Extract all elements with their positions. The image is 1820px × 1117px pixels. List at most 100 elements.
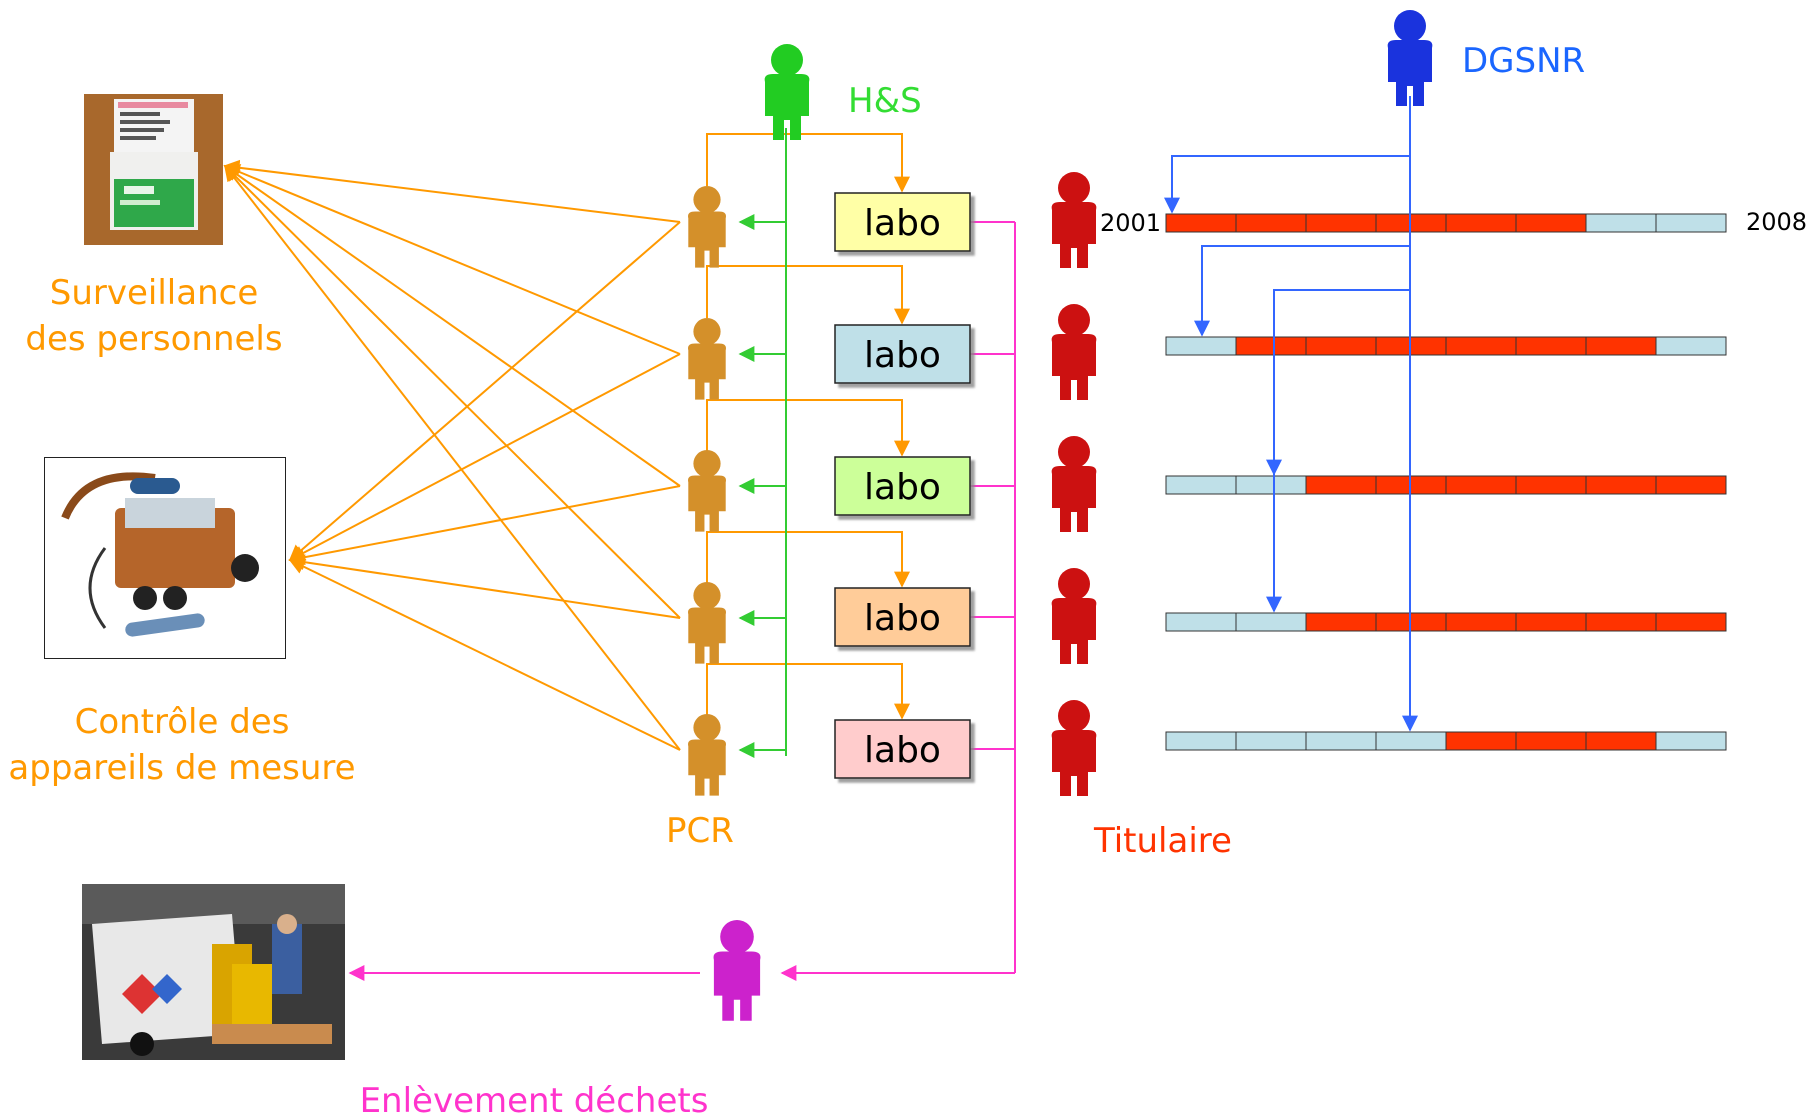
fan-line-badge-1 xyxy=(223,159,681,223)
radiation-meter-photo xyxy=(44,457,286,659)
hs-bracket-3 xyxy=(706,399,910,457)
labo-box-4: labo xyxy=(834,587,971,647)
hs-bracket-4 xyxy=(706,531,910,588)
titulaire-label: Titulaire xyxy=(1093,821,1232,861)
labo-box-1: labo xyxy=(834,192,971,252)
timeline-segment xyxy=(1445,336,1517,356)
timeline-segment xyxy=(1165,612,1237,632)
timeline-segment xyxy=(1515,336,1587,356)
titulaire-person-icon xyxy=(1051,568,1097,664)
timeline-row-4 xyxy=(1165,612,1727,632)
timeline-segment xyxy=(1305,731,1377,751)
fan-line-badge-3 xyxy=(223,165,681,487)
timeline-segment xyxy=(1165,475,1237,495)
timeline-segment xyxy=(1655,731,1727,751)
fan-line-meter-1 xyxy=(288,221,681,562)
timeline-segment xyxy=(1305,475,1377,495)
titulaire-person-icon xyxy=(1051,172,1097,268)
labo-box-bg xyxy=(834,192,971,252)
timeline-segment xyxy=(1655,475,1727,495)
hs-bracket-2 xyxy=(706,265,910,325)
timeline-segment xyxy=(1515,213,1587,233)
labo-box-bg xyxy=(834,719,971,779)
fan-line-meter-5 xyxy=(288,559,681,751)
timeline-row-3 xyxy=(1165,475,1727,495)
timeline-segment xyxy=(1305,612,1377,632)
fan-line-meter-3 xyxy=(288,485,681,566)
timeline-segment xyxy=(1585,612,1657,632)
timeline-segment xyxy=(1655,336,1727,356)
pcr-person-icon xyxy=(688,318,726,400)
timeline-segment xyxy=(1445,731,1517,751)
pcr-label: PCR xyxy=(666,811,734,851)
dgsnr-person-icon xyxy=(1387,10,1433,106)
year-start-label: 2001 xyxy=(1100,209,1161,237)
labo-boxes: labo labo labo labo labo xyxy=(834,192,971,779)
hs-label: H&S xyxy=(848,81,922,121)
timeline-segment xyxy=(1585,213,1657,233)
timeline-segment xyxy=(1585,475,1657,495)
labo-box-bg xyxy=(834,324,971,384)
dgsnr-to-row1 xyxy=(1164,155,1410,214)
pcr-person-icon xyxy=(688,714,726,796)
labo-box-5: labo xyxy=(834,719,971,779)
labo-box-2: labo xyxy=(834,324,971,384)
timeline-segment xyxy=(1235,475,1307,495)
timeline-segment xyxy=(1235,213,1307,233)
timeline-segment xyxy=(1585,336,1657,356)
enlevement-label: Enlèvement déchets xyxy=(360,1081,709,1117)
fan-line-badge-4 xyxy=(223,164,681,619)
timeline-segment xyxy=(1445,612,1517,632)
labo-box-label: labo xyxy=(864,598,941,639)
labo-box-label: labo xyxy=(864,467,941,508)
waste-person-icon xyxy=(713,920,761,1021)
timeline-segment xyxy=(1655,612,1727,632)
titulaire-person-icon xyxy=(1051,436,1097,532)
labo-box-label: labo xyxy=(864,730,941,771)
timeline-row-5 xyxy=(1165,731,1727,751)
dosimeter-badge-photo xyxy=(84,94,223,245)
timeline-segment xyxy=(1305,336,1377,356)
pcr-person-icon xyxy=(688,450,726,532)
timeline-segment xyxy=(1515,612,1587,632)
titulaire-person-icon xyxy=(1051,700,1097,796)
timeline-segment xyxy=(1165,731,1237,751)
surveillance-label-line2: des personnels xyxy=(25,319,282,359)
timeline-segment xyxy=(1165,336,1237,356)
hs-to-pcr-lines xyxy=(738,128,787,758)
pcr-person-icon xyxy=(688,582,726,664)
timeline-segment xyxy=(1375,731,1447,751)
hs-person-icon xyxy=(764,44,810,140)
timeline-segment xyxy=(1235,731,1307,751)
labo-box-label: labo xyxy=(864,203,941,244)
timeline-segment xyxy=(1655,213,1727,233)
fan-line-badge-5 xyxy=(224,164,681,751)
timeline-segment xyxy=(1445,475,1517,495)
labo-box-label: labo xyxy=(864,335,941,376)
timeline-segment xyxy=(1235,612,1307,632)
pcr-to-activities-lines xyxy=(223,159,681,751)
surveillance-label-line1: Surveillance xyxy=(50,273,258,313)
dgsnr-to-row2 xyxy=(1194,245,1410,337)
fan-line-badge-2 xyxy=(223,164,681,355)
fan-line-meter-2 xyxy=(288,353,681,561)
hs-bracket-5 xyxy=(706,663,910,720)
waste-van-photo xyxy=(82,884,345,1060)
timeline-segment xyxy=(1305,213,1377,233)
fan-line-meter-4 xyxy=(288,554,681,619)
timeline-segment xyxy=(1585,731,1657,751)
controle-label-line2: appareils de mesure xyxy=(8,748,355,788)
timeline-segment xyxy=(1235,336,1307,356)
year-end-label: 2008 xyxy=(1746,208,1807,236)
labo-box-bg xyxy=(834,456,971,516)
titulaire-person-icon xyxy=(1051,304,1097,400)
timeline-row-2 xyxy=(1165,336,1727,356)
hs-to-labo-lines xyxy=(706,133,910,720)
timeline-segment xyxy=(1165,213,1237,233)
person-figures xyxy=(688,10,1433,1021)
labo-to-waste-lines xyxy=(348,221,1016,981)
timeline-bars xyxy=(1165,213,1727,751)
timeline-segment xyxy=(1515,731,1587,751)
labo-box-3: labo xyxy=(834,456,971,516)
